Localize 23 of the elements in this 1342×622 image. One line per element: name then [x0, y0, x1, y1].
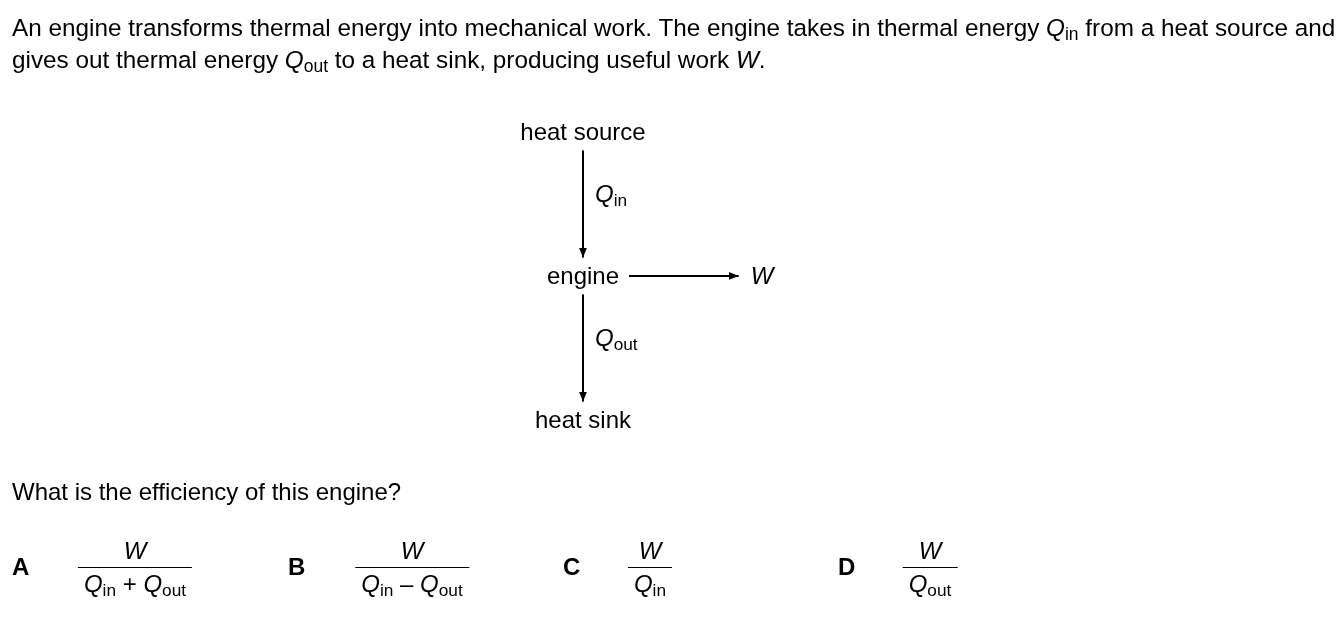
- fraction-numerator: W: [918, 538, 942, 566]
- fraction-denominator: Q$_{in}$: [627, 567, 673, 598]
- node-label: heat source: [520, 117, 646, 147]
- fraction-numerator: W: [400, 538, 424, 566]
- option-letter: C: [563, 553, 581, 582]
- option-letter: A: [12, 553, 30, 582]
- fraction-numerator: W: [123, 538, 147, 566]
- fraction-numerator: W: [638, 538, 662, 566]
- fraction-denominator: Q$_{in}$ + Q$_{out}$: [77, 567, 193, 598]
- arrow: [579, 149, 587, 259]
- node-label: engine: [546, 261, 620, 291]
- arrow: [628, 272, 740, 280]
- node-label: W: [750, 261, 774, 291]
- node-label: heat sink: [534, 405, 632, 435]
- option-letter: D: [838, 553, 856, 582]
- question-text: What is the efficiency of this engine?: [12, 478, 402, 507]
- fraction-denominator: Q$_{in}$ – Q$_{out}$: [355, 567, 469, 598]
- option-letter: B: [288, 553, 306, 582]
- fraction-denominator: Q$_{out}$: [902, 567, 958, 598]
- arrow: [579, 293, 587, 403]
- intro-paragraph: An engine transforms thermal energy into mechanical work. The engine takes in thermal energy Q$_{in}$ from a heat source and gives out thermal energy Q$_{out}$ to a heat sink, producing useful work W.: [12, 13, 1337, 76]
- edge-label: Q$_{out}$: [595, 323, 638, 353]
- edge-label: Q$_{in}$: [595, 179, 628, 209]
